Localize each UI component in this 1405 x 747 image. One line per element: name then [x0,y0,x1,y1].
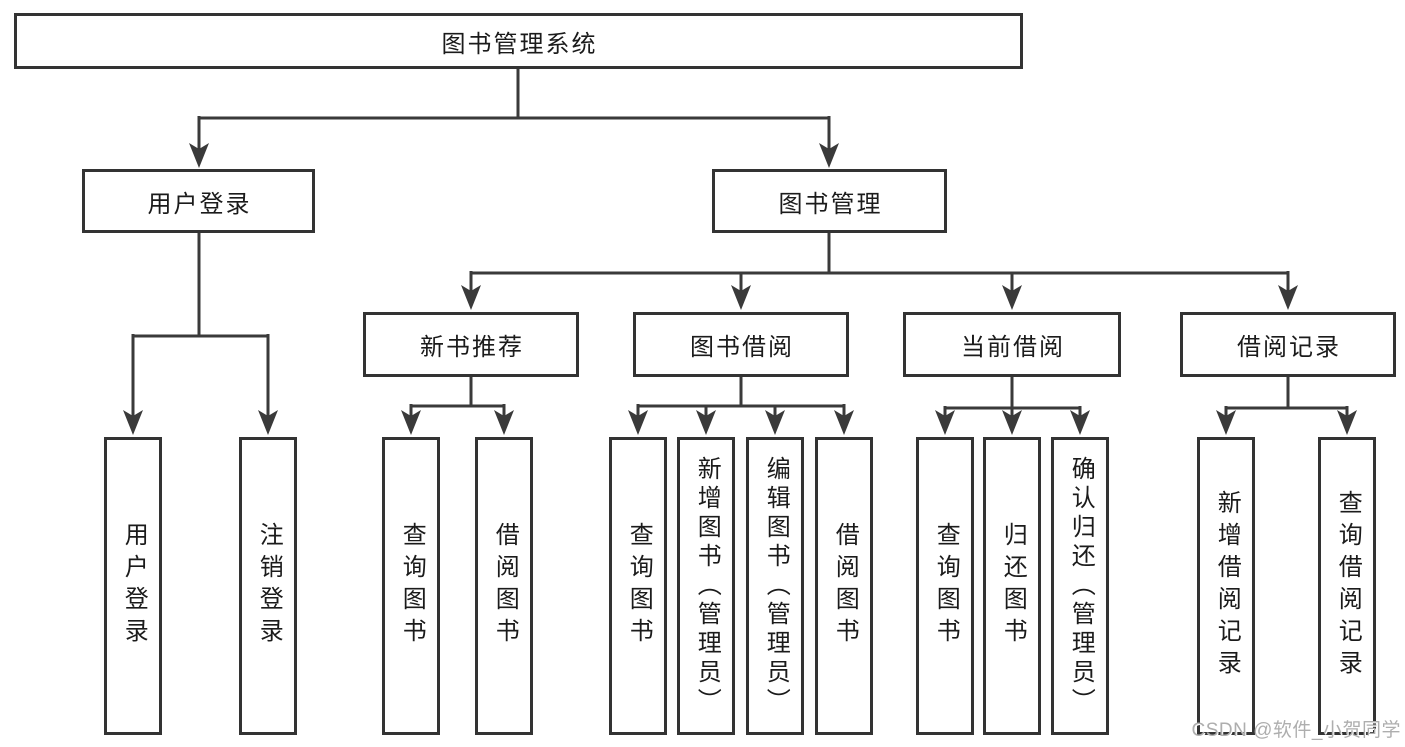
leaf-label: 注销登录 [255,522,283,650]
arrow-down-icons [123,143,1357,435]
leaf-label: 归还图书 [999,522,1027,650]
leaf-borrow-books-borrowing: 借阅图书 [815,437,873,735]
leaf-logout: 注销登录 [239,437,297,735]
leaf-query-books-current: 查询图书 [916,437,974,735]
leaf-label: 借阅图书 [491,522,519,650]
leaf-label: 查询图书 [932,522,960,650]
leaf-confirm-return-admin: 确认归还（管理员） [1051,437,1109,735]
node-new-book-recommendation: 新书推荐 [363,312,579,377]
node-book-management: 图书管理 [712,169,947,233]
leaf-query-books-borrowing: 查询图书 [609,437,667,735]
leaf-edit-book-admin: 编辑图书（管理员） [746,437,804,735]
node-library-system: 图书管理系统 [14,13,1023,69]
leaf-label: 查询借阅记录 [1334,490,1362,682]
leaf-label: 查询图书 [625,522,653,650]
node-current-borrowing: 当前借阅 [903,312,1121,377]
leaf-add-borrow-record: 新增借阅记录 [1197,437,1255,735]
leaf-label: 借阅图书 [831,522,859,650]
leaf-label: 编辑图书（管理员） [762,455,790,717]
leaf-query-books-recommend: 查询图书 [382,437,440,735]
node-borrowing-records: 借阅记录 [1180,312,1396,377]
leaf-label: 新增图书（管理员） [693,455,721,717]
leaf-borrow-books-recommend: 借阅图书 [475,437,533,735]
leaf-label: 查询图书 [398,522,426,650]
leaf-label: 用户登录 [120,522,148,650]
leaf-user-login: 用户登录 [104,437,162,735]
csdn-watermark: CSDN @软件_小贺同学 [1191,720,1401,741]
leaf-query-borrow-record: 查询借阅记录 [1318,437,1376,735]
leaf-add-book-admin: 新增图书（管理员） [677,437,735,735]
leaf-label: 新增借阅记录 [1213,490,1241,682]
node-user-login: 用户登录 [82,169,315,233]
leaf-label: 确认归还（管理员） [1067,455,1095,717]
leaf-return-book: 归还图书 [983,437,1041,735]
elbow-connectors [131,67,1349,418]
node-book-borrowing: 图书借阅 [633,312,849,377]
